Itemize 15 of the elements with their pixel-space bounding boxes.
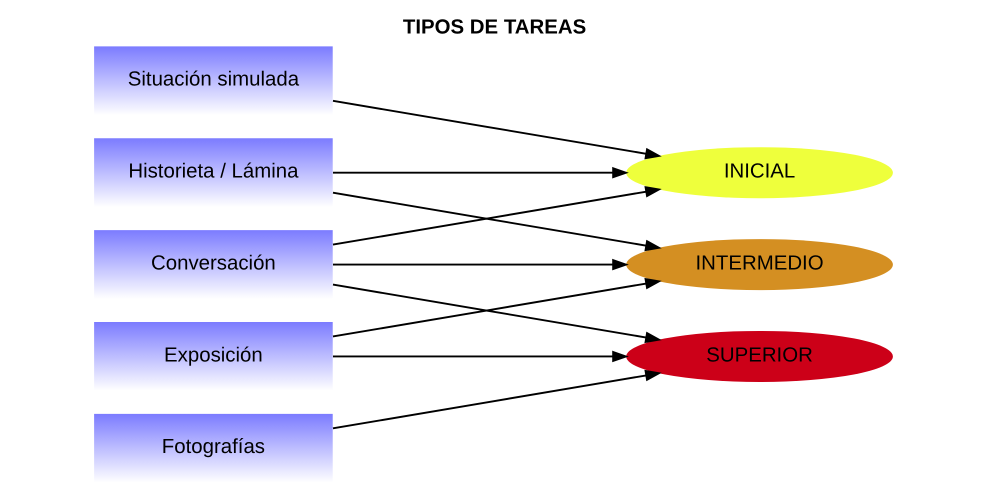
arrow [332, 350, 628, 362]
node-box: Historieta / Lámina [94, 138, 332, 208]
node-box: Fotografías [94, 414, 332, 483]
arrow [332, 166, 628, 179]
arrow [332, 100, 662, 160]
arrow [332, 278, 662, 338]
arrow [332, 370, 662, 430]
arrow [332, 186, 662, 246]
arrow [332, 284, 662, 344]
arrow [332, 258, 628, 270]
arrow [332, 192, 662, 252]
diagram-title: TIPOS DE TAREAS [402, 16, 586, 38]
node-box: Situación simulada [94, 46, 332, 116]
node-box: Conversación [94, 230, 332, 300]
node-box: Exposición [94, 322, 332, 391]
